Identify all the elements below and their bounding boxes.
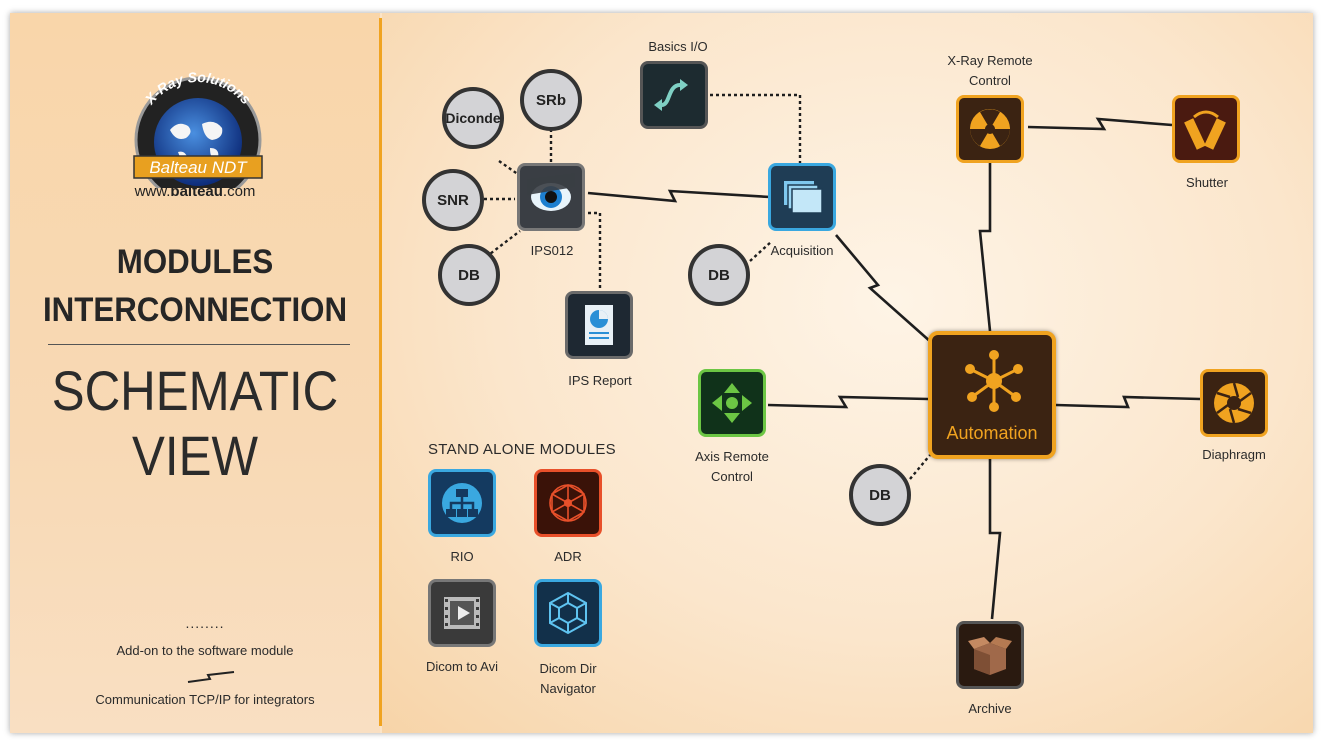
adr-mesh-icon[interactable]	[534, 469, 602, 537]
legend-tcp: Communication TCP/IP for integrators	[95, 692, 315, 707]
node-db-acquisition[interactable]: DB	[688, 244, 750, 306]
ips012-eye-icon[interactable]	[517, 163, 585, 231]
node-db-automation[interactable]: DB	[849, 464, 911, 526]
label-xray-line2: Control	[969, 73, 1011, 88]
label-dicom-dir-line1: Dicom Dir	[539, 661, 597, 676]
tcp-link-axis-auto	[767, 395, 929, 409]
connection-lines	[484, 93, 1201, 620]
dotted-link-basics	[710, 93, 802, 163]
dicom-dir-cubes-icon[interactable]	[534, 579, 602, 647]
automation-node[interactable]: Automation	[928, 331, 1056, 459]
tcp-link-xray-shutter	[1027, 117, 1173, 131]
legend-addon: Add-on to the software module	[116, 643, 294, 658]
node-db-ips[interactable]: DB	[438, 244, 500, 306]
label-dicom-dir-line2: Navigator	[540, 681, 596, 696]
tcp-link-auto-archive	[988, 459, 1002, 620]
xray-radiation-icon[interactable]	[956, 95, 1024, 163]
title-modules: MODULES	[116, 243, 274, 281]
label-dicom-dir: Dicom Dir Navigator	[518, 659, 618, 699]
label-rio: RIO	[450, 549, 474, 564]
label-ips012: IPS012	[530, 243, 574, 258]
balteau-logo: X-Ray Solutions Balteau NDT	[133, 69, 263, 188]
label-axis-line2: Control	[711, 469, 753, 484]
dicom-avi-film-icon[interactable]	[428, 579, 496, 647]
automation-hub-icon	[965, 350, 1023, 412]
tcp-link-ips-acq	[587, 189, 771, 203]
url-bold: balteau	[170, 183, 223, 200]
label-automation: Automation	[946, 423, 1038, 443]
website-url[interactable]: www.balteau.com	[10, 183, 380, 200]
label-ips-report: IPS Report	[568, 373, 632, 388]
label-shutter: Shutter	[1186, 175, 1228, 190]
label-dicom-avi: Dicom to Avi	[425, 659, 498, 674]
shutter-icon[interactable]	[1172, 95, 1240, 163]
schematic-card: X-Ray Solutions Balteau NDT www.balteau.…	[10, 13, 1313, 733]
archive-box-icon[interactable]	[956, 621, 1024, 689]
label-adr: ADR	[554, 549, 582, 564]
label-diaphragm: Diaphragm	[1202, 447, 1266, 462]
label-acquisition: Acquisition	[770, 243, 834, 258]
node-snr[interactable]: SNR	[422, 169, 484, 231]
label-basics-io: Basics I/O	[648, 39, 708, 54]
dotted-link-db1	[485, 230, 521, 258]
label-archive: Archive	[968, 701, 1012, 716]
node-srb[interactable]: SRb	[520, 69, 582, 131]
tcp-link-xray-auto	[978, 163, 992, 332]
ips-report-icon[interactable]	[565, 291, 633, 359]
title-schematic: SCHEMATIC	[51, 359, 339, 422]
dotted-link-db2	[749, 240, 773, 262]
standalone-heading: STAND ALONE MODULES	[428, 441, 616, 458]
label-xray-line1: X-Ray Remote	[947, 53, 1033, 68]
title-divider	[48, 344, 350, 345]
title-view: VIEW	[132, 424, 258, 487]
label-xray-remote: X-Ray Remote Control	[930, 51, 1050, 91]
left-panel: X-Ray Solutions Balteau NDT www.balteau.…	[10, 13, 380, 733]
panel-divider	[379, 18, 382, 726]
dotted-link-diconde	[498, 160, 520, 176]
legend-dots: ........	[185, 615, 225, 631]
legend-zigzag-icon	[187, 671, 235, 683]
diaphragm-icon[interactable]	[1200, 369, 1268, 437]
dotted-link-db3	[909, 454, 931, 480]
tcp-link-acq-auto	[835, 234, 933, 344]
title-interconnection: INTERCONNECTION	[42, 291, 348, 329]
basics-io-icon[interactable]	[640, 61, 708, 129]
label-axis-remote: Axis Remote Control	[682, 447, 782, 487]
rio-network-icon[interactable]	[428, 469, 496, 537]
url-suffix: .com	[222, 183, 256, 200]
acquisition-icon[interactable]	[768, 163, 836, 231]
dotted-link-ipsreport	[588, 211, 602, 293]
logo-banner-text: Balteau NDT	[149, 158, 248, 177]
node-diconde[interactable]: Diconde	[442, 87, 504, 149]
url-prefix: www.	[134, 183, 171, 200]
tcp-link-auto-diaphragm	[1055, 395, 1201, 409]
axis-remote-icon[interactable]	[698, 369, 766, 437]
label-axis-line1: Axis Remote	[695, 449, 769, 464]
